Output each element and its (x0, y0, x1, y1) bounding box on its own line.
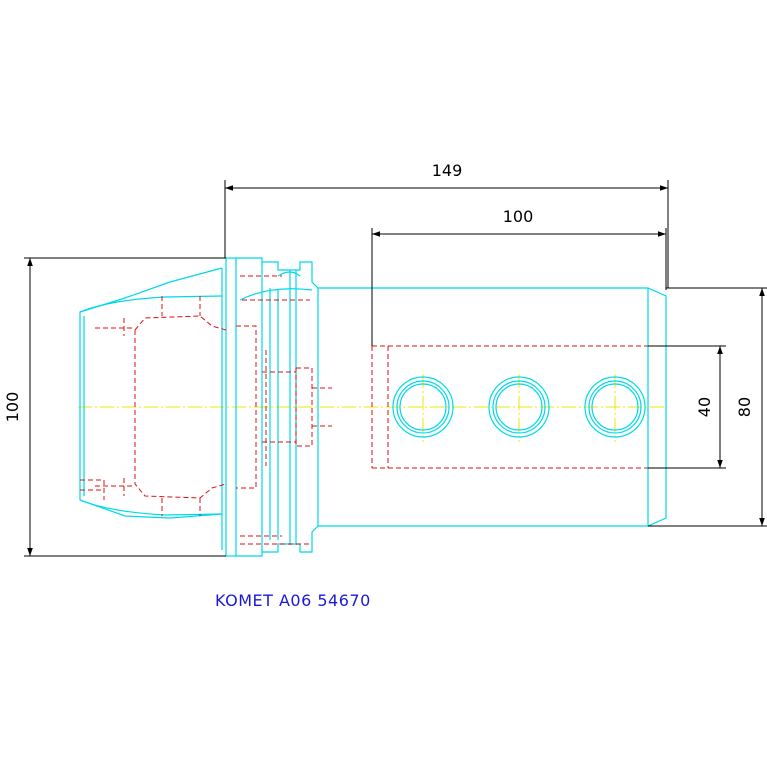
taper-shank-outline (79, 267, 223, 550)
centerline (78, 374, 668, 442)
part-outline (79, 257, 667, 557)
body-outline (318, 287, 667, 527)
dim-80-text: 80 (735, 397, 754, 417)
dim-40-text: 40 (695, 397, 714, 417)
dim-100-flange-text: 100 (3, 392, 22, 423)
dimensions (24, 180, 767, 557)
hole-3 (584, 376, 646, 438)
hole-2 (488, 376, 550, 438)
hole-1 (392, 376, 454, 438)
dim-100-bore-text: 100 (503, 207, 534, 226)
part-label: KOMET A06 54670 (215, 591, 371, 610)
flange-outline (225, 257, 237, 557)
dim-149-text: 149 (432, 161, 463, 180)
hidden-lines (80, 275, 648, 545)
